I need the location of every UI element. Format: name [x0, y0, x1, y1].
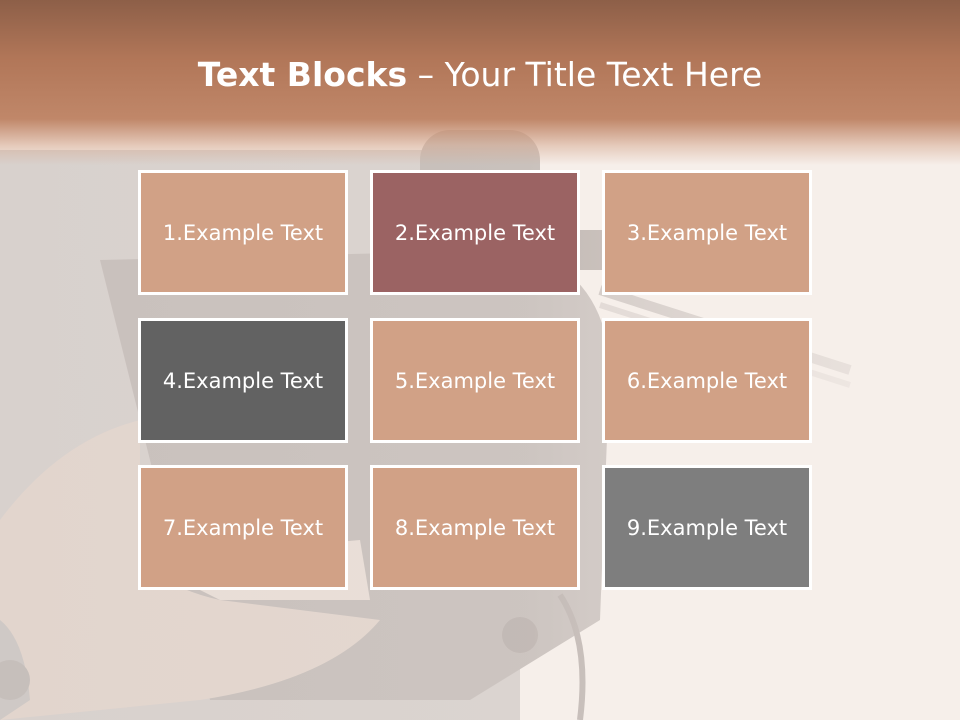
- slide-title: Text Blocks – Your Title Text Here: [0, 50, 960, 100]
- text-block-3[interactable]: 3.Example Text: [602, 170, 812, 295]
- text-block-5[interactable]: 5.Example Text: [370, 318, 580, 443]
- text-block-4[interactable]: 4.Example Text: [138, 318, 348, 443]
- title-separator: –: [417, 55, 435, 94]
- text-block-6[interactable]: 6.Example Text: [602, 318, 812, 443]
- text-block-grid: 1.Example Text 2.Example Text 3.Example …: [138, 170, 814, 592]
- header-band: [0, 0, 960, 165]
- text-block-9[interactable]: 9.Example Text: [602, 465, 812, 590]
- title-bold: Text Blocks: [197, 55, 408, 94]
- title-subtitle: Your Title Text Here: [444, 55, 763, 94]
- text-block-2[interactable]: 2.Example Text: [370, 170, 580, 295]
- text-block-7[interactable]: 7.Example Text: [138, 465, 348, 590]
- text-block-1[interactable]: 1.Example Text: [138, 170, 348, 295]
- text-block-8[interactable]: 8.Example Text: [370, 465, 580, 590]
